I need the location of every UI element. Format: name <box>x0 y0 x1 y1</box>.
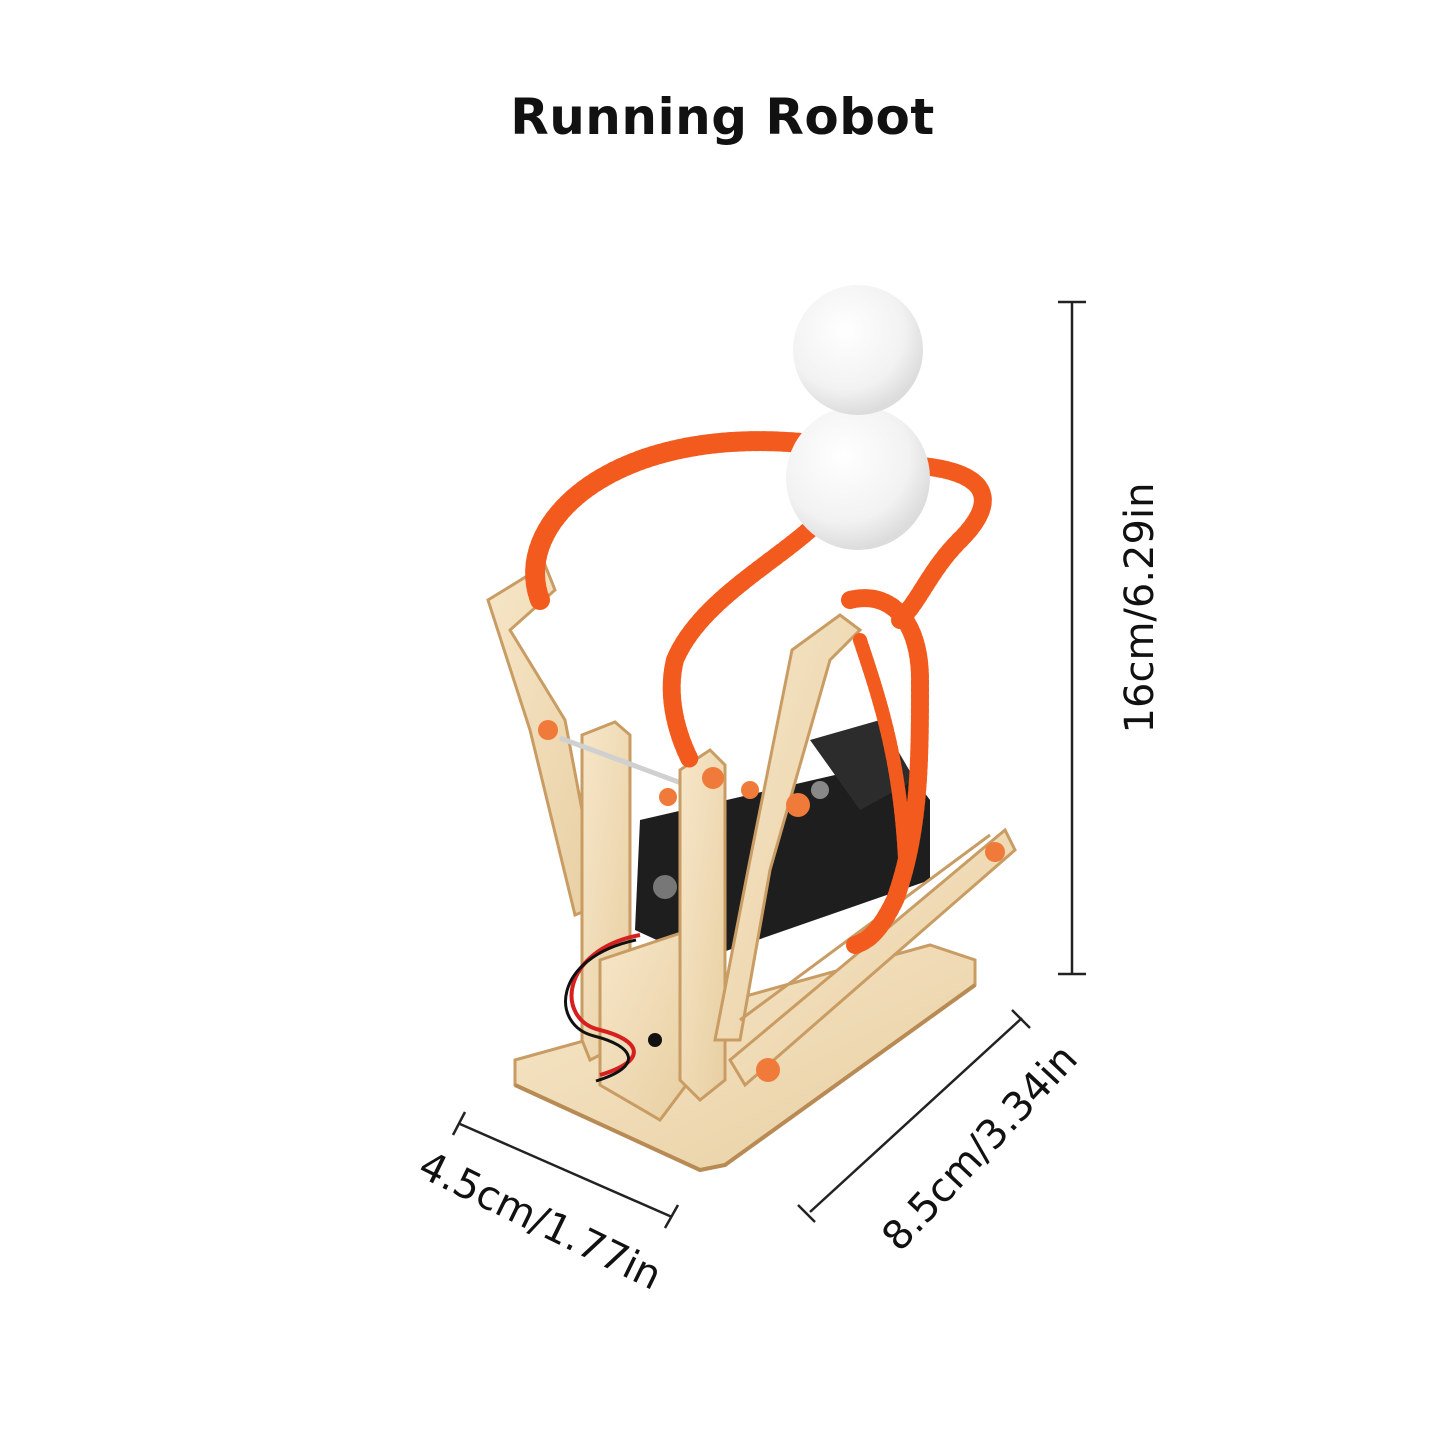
height-dimension-label: 16cm/6.29in <box>1117 482 1163 734</box>
battery-holder <box>564 927 692 1122</box>
left-frame <box>486 562 602 918</box>
pipe-cleaner-limbs <box>525 431 992 954</box>
page-title: Running Robot <box>510 88 935 146</box>
dimension-lines <box>451 300 1086 1229</box>
foam-figure <box>786 285 930 550</box>
treadmill-frame <box>678 613 1017 1103</box>
orange-pegs <box>538 720 1005 1082</box>
